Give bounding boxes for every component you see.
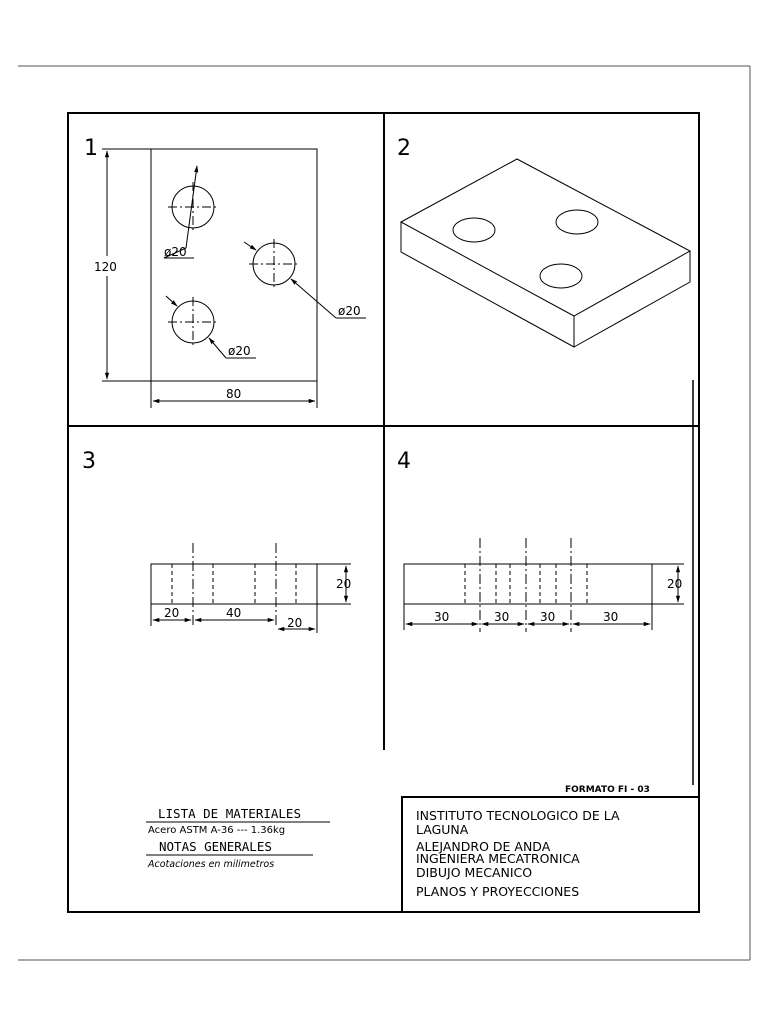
hole-c-dim: ø20 bbox=[228, 344, 251, 358]
plate-outline-top bbox=[150, 148, 318, 382]
view-4-side: 4 bbox=[397, 449, 684, 632]
v3-dim-a: 20 bbox=[164, 606, 179, 620]
materials-item: Acero ASTM A-36 --- 1.36kg bbox=[148, 825, 285, 836]
v4-dim-d: 30 bbox=[603, 610, 618, 624]
v4-dim-c: 30 bbox=[540, 610, 555, 624]
v3-dim-height: 20 bbox=[336, 577, 351, 591]
hole-a bbox=[163, 165, 219, 259]
view-3-front: 3 bbox=[82, 449, 351, 633]
view-number-1: 1 bbox=[84, 136, 98, 161]
dim-height-120 bbox=[102, 148, 151, 382]
view-number-3: 3 bbox=[82, 449, 96, 474]
title-block bbox=[401, 796, 700, 913]
course-name: DIBUJO MECANICO bbox=[416, 865, 532, 880]
notes-item: Acotaciones en milimetros bbox=[147, 859, 274, 870]
institute-line2: LAGUNA bbox=[416, 822, 469, 837]
iso-hole-3 bbox=[539, 263, 583, 289]
format-label: FORMATO FI - 03 bbox=[565, 785, 650, 795]
hole-b-dim: ø20 bbox=[338, 304, 361, 318]
iso-hole-2 bbox=[555, 209, 599, 235]
drawing-frame bbox=[67, 112, 700, 913]
v3-dim-c: 20 bbox=[287, 616, 302, 630]
view-1-top: 1 ø20 ø20 bbox=[84, 136, 366, 408]
v4-dim-a: 30 bbox=[434, 610, 449, 624]
institute-line1: INSTITUTO TECNOLOGICO DE LA bbox=[416, 808, 620, 823]
front-outline bbox=[150, 563, 318, 605]
view-number-2: 2 bbox=[397, 136, 411, 161]
view-number-4: 4 bbox=[397, 449, 411, 474]
notes-heading: NOTAS GENERALES bbox=[159, 839, 272, 854]
dim-height-120-label: 120 bbox=[94, 260, 117, 274]
hole-b bbox=[243, 239, 366, 319]
dim-width-80-label: 80 bbox=[226, 387, 241, 401]
v4-dim-b: 30 bbox=[494, 610, 509, 624]
hole-c bbox=[165, 295, 256, 359]
block-right-face bbox=[573, 251, 691, 348]
career-name: INGENIERA MECATRONICA bbox=[416, 851, 580, 866]
hole-a-dim: ø20 bbox=[164, 245, 187, 259]
dim-width-80 bbox=[150, 381, 318, 408]
iso-hole-1 bbox=[452, 217, 496, 243]
block-left-face bbox=[400, 222, 575, 348]
v3-dim-b: 40 bbox=[226, 606, 241, 620]
block-top-face bbox=[399, 158, 692, 317]
view-2-isometric: 2 bbox=[397, 136, 692, 348]
v4-dim-height: 20 bbox=[667, 577, 682, 591]
side-outline bbox=[403, 563, 653, 605]
author-name: ALEJANDRO DE ANDA bbox=[416, 839, 551, 854]
materials-heading: LISTA DE MATERIALES bbox=[158, 806, 301, 821]
drawing-title: PLANOS Y PROYECCIONES bbox=[416, 884, 579, 899]
